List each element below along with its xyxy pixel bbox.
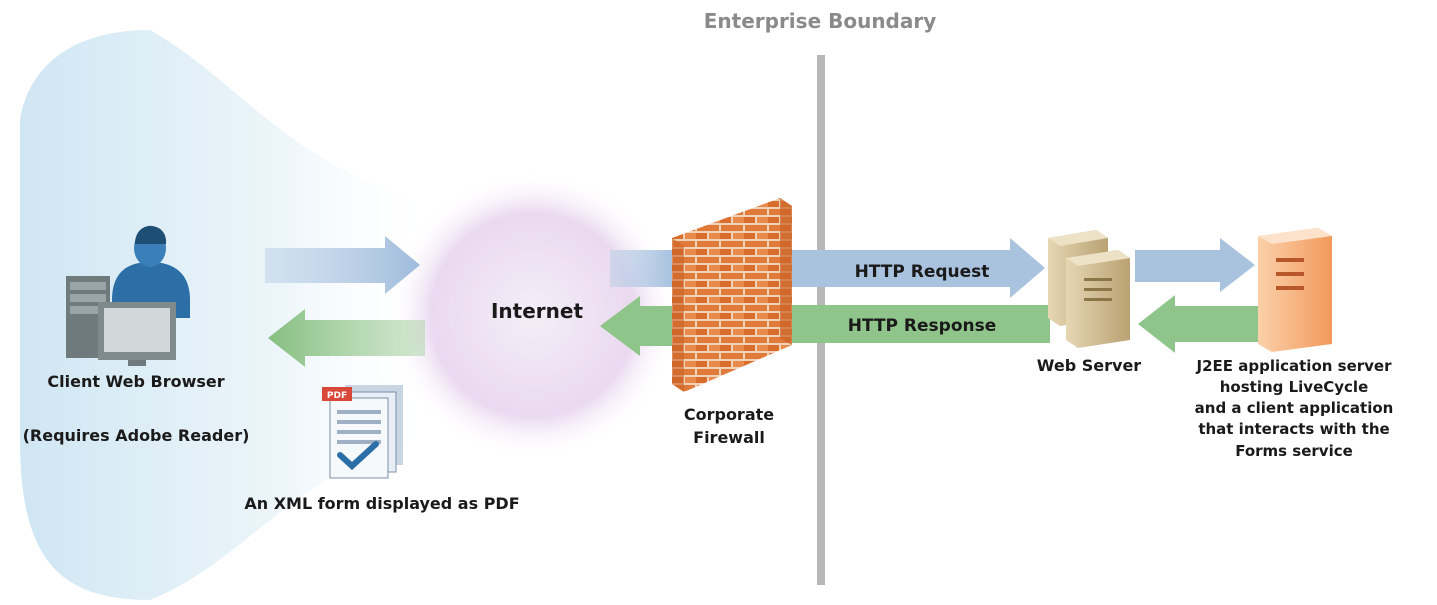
firewall-label-line2: Firewall: [693, 428, 765, 447]
internet-cloud: [388, 170, 678, 460]
internet-response-arrow: [600, 296, 675, 356]
http-request-arrow: [740, 238, 1045, 298]
app-server-label-line5: Forms service: [1235, 442, 1353, 460]
pdf-badge-text: PDF: [327, 391, 347, 401]
client-computer-icon: [66, 225, 190, 366]
internet-request-arrow: [610, 250, 680, 287]
client-requirement-label: (Requires Adobe Reader): [23, 426, 250, 445]
app-server-label-line2: hosting LiveCycle: [1220, 378, 1369, 396]
http-request-label: HTTP Request: [855, 262, 990, 282]
app-server-label-line1: J2EE application server: [1196, 357, 1393, 375]
client-request-arrow: [265, 236, 420, 294]
pdf-document-icon: PDF: [322, 385, 403, 479]
firewall-wall: [672, 198, 792, 392]
app-server-icon: [1258, 228, 1332, 352]
web-server-label: Web Server: [1037, 356, 1142, 375]
http-response-label: HTTP Response: [848, 316, 997, 336]
web-server-icon: [1048, 230, 1130, 348]
internet-label: Internet: [491, 299, 583, 323]
app-server-label-line4: that interacts with the: [1198, 420, 1389, 438]
firewall-label-line1: Corporate: [684, 405, 774, 424]
enterprise-boundary-title: Enterprise Boundary: [704, 9, 937, 33]
http-response-arrow: [740, 305, 1050, 343]
pdf-form-caption: An XML form displayed as PDF: [244, 494, 519, 513]
app-server-label-line3: and a client application: [1195, 399, 1394, 417]
app-response-arrow: [1138, 295, 1258, 353]
client-response-arrow: [268, 309, 425, 367]
app-request-arrow: [1135, 238, 1255, 292]
client-label: Client Web Browser: [47, 372, 224, 391]
